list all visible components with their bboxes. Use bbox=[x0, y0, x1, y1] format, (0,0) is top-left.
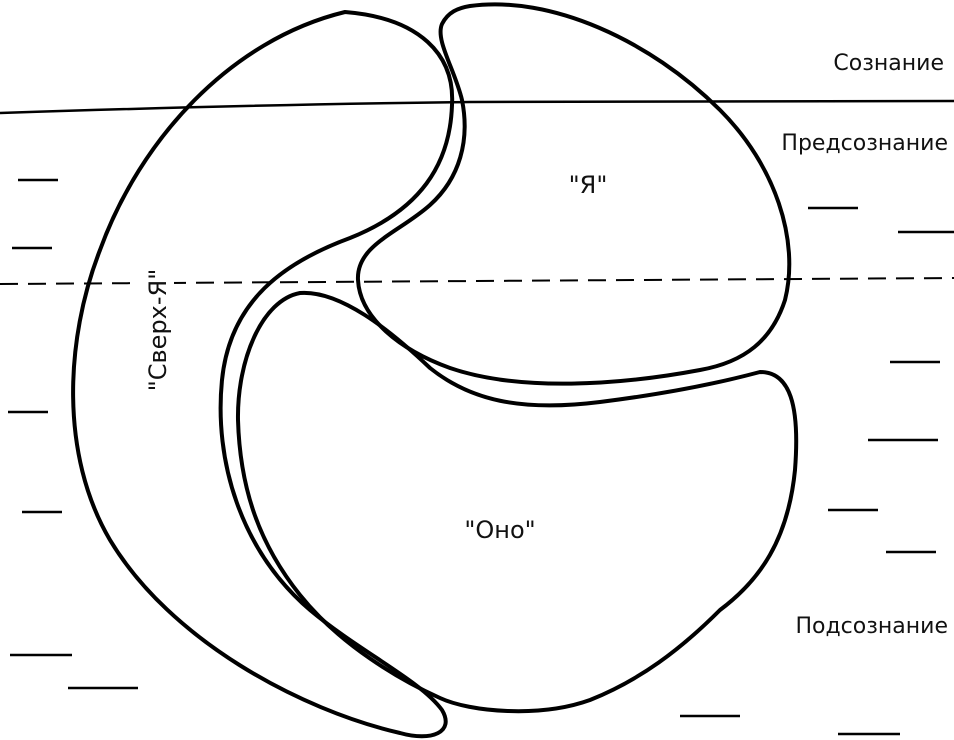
ego-region bbox=[355, 2, 792, 386]
label-subconscious: Подсознание bbox=[795, 614, 948, 639]
label-ego: "Я" bbox=[569, 171, 608, 199]
label-preconscious: Предсознание bbox=[781, 131, 948, 156]
superego-label-group: "Сверх-Я" bbox=[136, 238, 174, 422]
label-conscious: Сознание bbox=[833, 51, 944, 76]
label-superego: "Сверх-Я" bbox=[144, 269, 172, 392]
preconscious-boundary-dashed-line bbox=[0, 277, 954, 285]
label-id: "Оно" bbox=[464, 516, 535, 544]
superego-label-backing bbox=[136, 238, 174, 422]
id-region bbox=[235, 290, 799, 714]
conscious-boundary-line bbox=[0, 99, 954, 115]
superego-region bbox=[71, 10, 455, 739]
